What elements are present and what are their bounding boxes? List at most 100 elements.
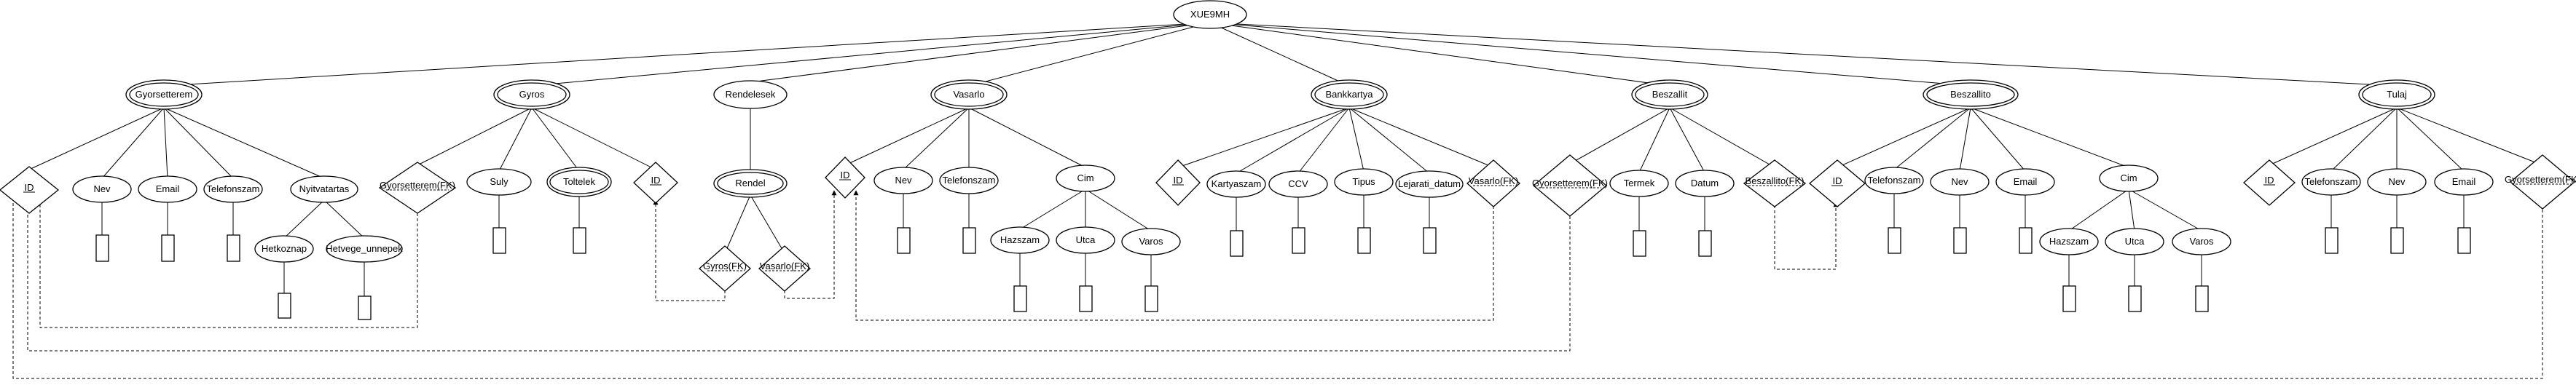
label-va-utca: Utca <box>1076 234 1096 245</box>
box-va-varos <box>1144 285 1158 312</box>
label-bo-utca: Utca <box>2125 236 2145 247</box>
entity-gyros[interactable] <box>493 79 570 110</box>
diamond-be-gfk[interactable] <box>1532 154 1608 217</box>
attr-ge-hetk[interactable] <box>254 235 314 263</box>
attr-bo-varos[interactable] <box>2172 228 2231 255</box>
attr-tu-nev[interactable] <box>2367 168 2427 196</box>
box-va-utca <box>1079 285 1093 312</box>
label-ge-id: ID <box>25 182 34 193</box>
attr-ge-nev[interactable] <box>72 175 132 203</box>
entity-tulaj[interactable] <box>2358 79 2435 110</box>
attr-be-datum[interactable] <box>1675 170 1735 197</box>
diamond-ge-id[interactable] <box>0 166 60 214</box>
label-va-tel: Telefonszam <box>943 175 996 186</box>
entity-label-beszallit: Beszallit <box>1652 89 1688 100</box>
box-ba-ccv <box>1292 227 1305 254</box>
attr-ge-nyit[interactable] <box>290 175 358 203</box>
entity-rendelesek[interactable] <box>713 80 788 109</box>
attr-ge-hetv[interactable] <box>326 235 403 263</box>
attr-be-termek[interactable] <box>1609 170 1669 197</box>
label-va-hazszam: Hazszam <box>1000 234 1040 245</box>
label-bo-varos: Varos <box>2190 236 2214 247</box>
label-ba-lejarati: Lejarati_datum <box>1398 178 1461 189</box>
attr-gy-suly[interactable] <box>466 168 532 196</box>
entity-bankkartya[interactable] <box>1311 79 1388 110</box>
entity-label-bankkartya: Bankkartya <box>1325 89 1373 100</box>
label-ge-nev: Nev <box>93 183 111 194</box>
diamond-ba-vfk[interactable] <box>1466 159 1520 207</box>
label-tu-tel: Telefonszam <box>2305 176 2358 187</box>
label-ba-tipus: Tipus <box>1352 176 1375 187</box>
label-bo-nev: Nev <box>1951 176 1968 187</box>
diamond-gy-fk[interactable] <box>378 162 457 214</box>
label-va-varos: Varos <box>1139 236 1163 247</box>
label-va-id: ID <box>841 170 850 180</box>
root-node[interactable] <box>1173 0 1247 29</box>
diamond-ba-id[interactable] <box>1155 159 1201 206</box>
attr-bo-cim[interactable] <box>2099 164 2159 192</box>
diamond-tu-id[interactable] <box>2243 159 2296 206</box>
diamond-bo-id[interactable] <box>1808 159 1866 207</box>
attr-ge-email[interactable] <box>138 175 197 203</box>
label-re-rendel: Rendel <box>735 178 765 188</box>
attr-bo-nev[interactable] <box>1930 168 1990 196</box>
attr-ba-lejarati[interactable] <box>1395 170 1464 198</box>
attr-va-cim[interactable] <box>1056 164 1115 192</box>
label-ba-vfk: Vasarlo(FK) <box>1469 175 1518 186</box>
entity-label-rendelesek: Rendelesek <box>726 89 776 100</box>
attr-ge-tel[interactable] <box>203 175 263 203</box>
diamond-be-bfk[interactable] <box>1743 159 1807 207</box>
label-ba-id: ID <box>1174 175 1183 186</box>
attr-ba-kartya[interactable] <box>1206 170 1266 198</box>
diamond-gy-id[interactable] <box>633 162 678 204</box>
box-tu-tel <box>2325 227 2339 254</box>
box-bo-utca <box>2128 285 2142 312</box>
entity-gyorsetterem[interactable] <box>125 79 203 110</box>
box-tu-nev <box>2390 227 2404 254</box>
label-bo-tel: Telefonszam <box>1868 175 1921 186</box>
attr-ba-tipus[interactable] <box>1334 168 1394 196</box>
attr-bo-hazszam[interactable] <box>2039 228 2099 255</box>
label-tu-nev: Nev <box>2388 176 2406 187</box>
label-va-cim: Cim <box>1077 172 1093 183</box>
entity-label-tulaj: Tulaj <box>2387 89 2407 100</box>
entity-beszallito[interactable] <box>1923 79 2019 110</box>
attr-gy-toltelek[interactable] <box>546 167 612 197</box>
attr-bo-utca[interactable] <box>2105 228 2164 255</box>
diamond-re-vfk[interactable] <box>758 245 811 292</box>
attr-bo-tel[interactable] <box>1864 167 1924 194</box>
diamond-va-id[interactable] <box>825 156 865 199</box>
entity-vasarlo[interactable] <box>930 79 1008 110</box>
box-ge-nev <box>95 234 109 262</box>
box-ge-hetv <box>358 295 372 320</box>
label-tu-gfk: Gyorsetterem(FK) <box>2505 174 2576 185</box>
box-ba-lejarati <box>1423 227 1437 254</box>
attr-va-varos[interactable] <box>1121 228 1181 255</box>
entity-label-beszallito: Beszallito <box>1950 89 1991 100</box>
attr-va-hazszam[interactable] <box>990 226 1050 254</box>
box-ge-tel <box>227 234 240 262</box>
label-bo-cim: Cim <box>2120 172 2137 183</box>
label-gy-suly: Suly <box>490 176 508 187</box>
entity-beszallit[interactable] <box>1631 79 1708 110</box>
attr-bo-email[interactable] <box>1995 168 2055 196</box>
attr-va-utca[interactable] <box>1056 226 1115 254</box>
label-bo-email: Email <box>2014 176 2038 187</box>
relation-rendel[interactable] <box>713 169 788 198</box>
attr-va-nev[interactable] <box>873 167 933 194</box>
diamond-re-gyfk[interactable] <box>699 245 751 292</box>
label-ge-hetk: Hetkoznap <box>262 243 307 254</box>
box-bo-tel <box>1888 227 1901 254</box>
attr-ba-ccv[interactable] <box>1268 170 1328 198</box>
box-gy-suly <box>492 227 506 254</box>
label-bo-hazszam: Hazszam <box>2049 236 2089 247</box>
attr-tu-email[interactable] <box>2434 168 2494 196</box>
label-bo-id: ID <box>1833 175 1842 186</box>
shapes <box>0 0 2576 320</box>
attr-tu-tel[interactable] <box>2301 168 2361 196</box>
label-gy-toltelek: Toltelek <box>563 176 596 187</box>
label-ge-tel: Telefonszam <box>207 183 260 194</box>
attr-va-tel[interactable] <box>939 167 999 194</box>
diamond-tu-gfk[interactable] <box>2509 154 2576 210</box>
box-ge-hetk <box>278 293 291 319</box>
